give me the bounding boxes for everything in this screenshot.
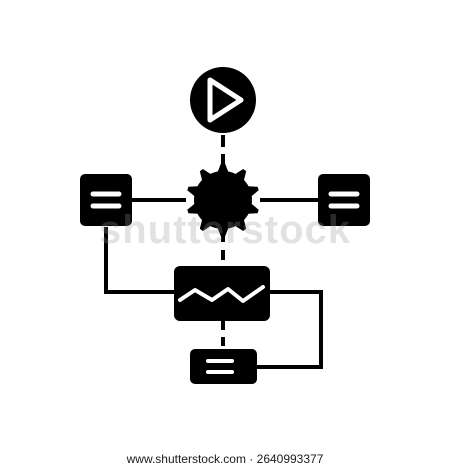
gear-core — [194, 171, 252, 229]
document-icon-right — [318, 174, 370, 226]
connector-left-doc-to-chart — [104, 227, 174, 294]
play-icon — [190, 67, 256, 133]
document-icon-bottom — [190, 349, 257, 384]
chart-panel-icon — [174, 266, 270, 321]
gear-icon — [187, 163, 259, 237]
connector-lines — [104, 135, 323, 369]
document-icon-left — [80, 174, 132, 226]
connector-chart-to-bottom-doc-loop — [257, 290, 323, 369]
watermark-footer: www.shutterstock.com · 2640993377 — [126, 452, 324, 466]
